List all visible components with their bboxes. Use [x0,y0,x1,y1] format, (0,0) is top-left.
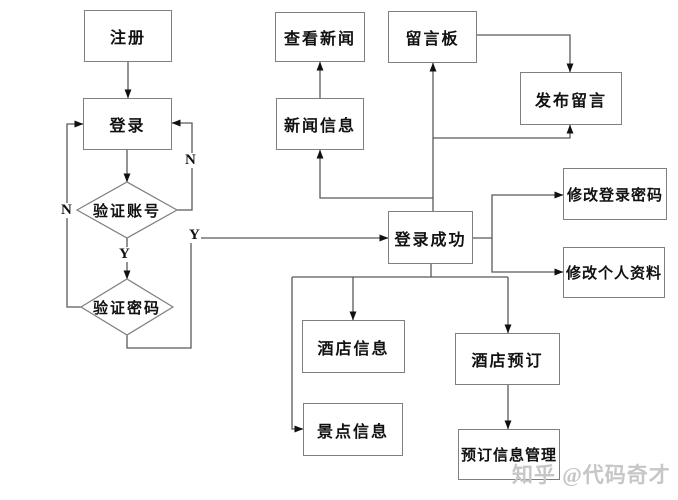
node-edit-personal-info: 修改个人资料 [563,247,665,298]
edge-label-verify-password-no: N [60,202,73,218]
edge-login-success-to-edit-profile [491,238,564,276]
node-message-board: 留言板 [388,11,477,63]
edge-label-verify-account-yes: Y [118,246,131,262]
node-login-success: 登录成功 [388,211,473,264]
node-verify-password-diamond [79,278,175,336]
node-verify-password-label: 验证密码 [92,300,161,317]
node-register: 注册 [84,10,172,62]
edge-login-success-to-news-info [316,149,433,199]
node-booking-info-management: 预订信息管理 [458,429,560,480]
node-scenic-spot-info: 景点信息 [303,403,403,456]
node-hotel-info: 酒店信息 [302,320,405,373]
node-news-info: 新闻信息 [276,98,364,150]
edge-label-verify-password-yes: Y [188,227,201,243]
node-verify-account-label: 验证账号 [92,203,161,220]
edge-verify-password-yes-to-login-success [126,234,389,349]
zhihu-watermark: 知乎 @代码奇才 [512,463,671,487]
edge-message-board-to-post-message [477,34,574,73]
node-verify-account-diamond [75,181,179,239]
node-login: 登录 [83,98,172,150]
node-view-news: 查看新闻 [275,12,365,62]
node-hotel-booking: 酒店预订 [455,333,560,385]
edge-label-verify-account-no: N [184,152,197,168]
edge-login-success-to-post-message [433,124,574,139]
node-change-login-password: 修改登录密码 [563,168,667,220]
edge-to-scenic-spot-info [291,277,304,433]
edge-login-success-to-change-password [473,191,564,239]
node-post-message: 发布留言 [520,72,622,125]
